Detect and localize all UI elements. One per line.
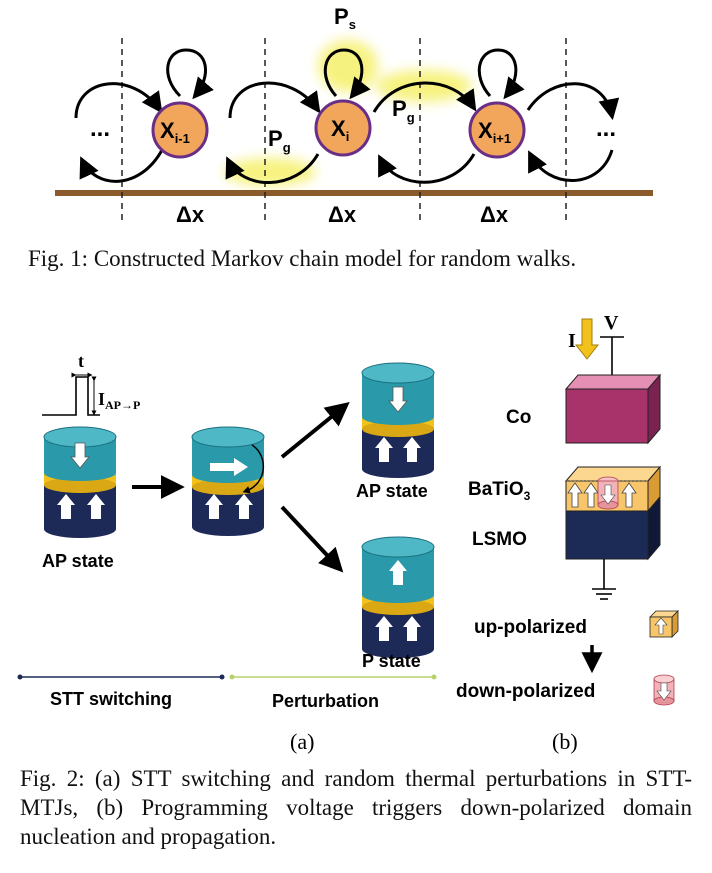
figure-1-markov-chain: Xi-1 Xi Xi+1 ... ... Ps Pg Pg Δx Δx Δx: [55, 4, 653, 227]
figure-2-stt-mtj: t IAP→P AP state: [17, 312, 679, 754]
ellipsis-left: ...: [90, 115, 110, 142]
mtj-stack-switching: [191, 426, 265, 536]
state-label: X: [160, 118, 175, 143]
current-label: I: [568, 330, 576, 352]
up-polarized-cube-icon: [649, 610, 679, 638]
ellipsis-right: ...: [596, 115, 616, 142]
delta-x-label-2: Δx: [328, 202, 357, 227]
state-subscript: i: [346, 129, 350, 144]
figure-1-caption: Fig. 1: Constructed Markov chain model f…: [28, 246, 577, 271]
stt-switching-label: STT switching: [50, 689, 172, 709]
pulse-current-label: IAP→P: [98, 389, 140, 412]
current-arrow-icon: [574, 318, 600, 360]
state-subscript: i+1: [493, 131, 511, 146]
arrow-to-p-state: [280, 505, 344, 573]
mtj-stack-p-state: [361, 536, 435, 658]
voltage-label: V: [604, 312, 619, 334]
delta-x-label-3: Δx: [480, 202, 509, 227]
lsmo-label: LSMO: [472, 529, 527, 550]
prob-pg-left: Pg: [268, 126, 291, 155]
perturbation-label: Perturbation: [272, 691, 379, 711]
arrow-to-ap-state: [280, 401, 350, 459]
voltage-terminal: [600, 336, 624, 377]
figure-2-caption: Fig. 2: (a) STT switching and random the…: [20, 766, 692, 849]
ap-state-label-left: AP state: [42, 551, 114, 571]
state-label: X: [478, 118, 493, 143]
p-state-label: P state: [362, 651, 421, 671]
up-polarized-label: up-polarized: [474, 617, 587, 638]
state-label: X: [331, 116, 346, 141]
batio3-label: BaTiO3: [468, 479, 531, 503]
ap-state-label-right: AP state: [356, 481, 428, 501]
current-pulse-symbol: [42, 372, 100, 416]
ground-icon: [592, 559, 616, 600]
state-node-x-i: Xi: [314, 99, 372, 157]
down-polarized-cylinder-icon: [653, 674, 675, 706]
subfigure-label-b: (b): [552, 729, 578, 754]
batio3-layer-block: [564, 465, 662, 513]
dashed-dividers: [121, 38, 567, 222]
self-loop-arrows: [166, 48, 525, 100]
co-label: Co: [506, 407, 531, 428]
mtj-stack-ap-final: [361, 362, 435, 478]
ground-bar: [55, 190, 653, 196]
pulse-width-label: t: [78, 351, 84, 371]
svg-text:Xi-1: Xi-1: [160, 118, 190, 146]
state-subscript: i-1: [175, 131, 190, 146]
transition-arrows: [74, 81, 620, 184]
co-layer-block: [564, 373, 662, 445]
subfigure-label-a: (a): [290, 729, 314, 754]
mtj-stack-ap-initial: [43, 426, 117, 538]
svg-text:Xi: Xi: [331, 116, 349, 144]
state-node-x-i-minus-1: Xi-1: [151, 101, 209, 159]
prob-ps: Ps: [334, 4, 356, 32]
down-polarized-label: down-polarized: [456, 681, 595, 702]
svg-text:Xi+1: Xi+1: [478, 118, 511, 146]
phase-timeline: [17, 674, 437, 680]
lsmo-layer-block: [565, 495, 661, 561]
delta-x-label-1: Δx: [176, 202, 205, 227]
state-node-x-i-plus-1: Xi+1: [468, 101, 526, 159]
prob-pg-right: Pg: [392, 96, 415, 125]
